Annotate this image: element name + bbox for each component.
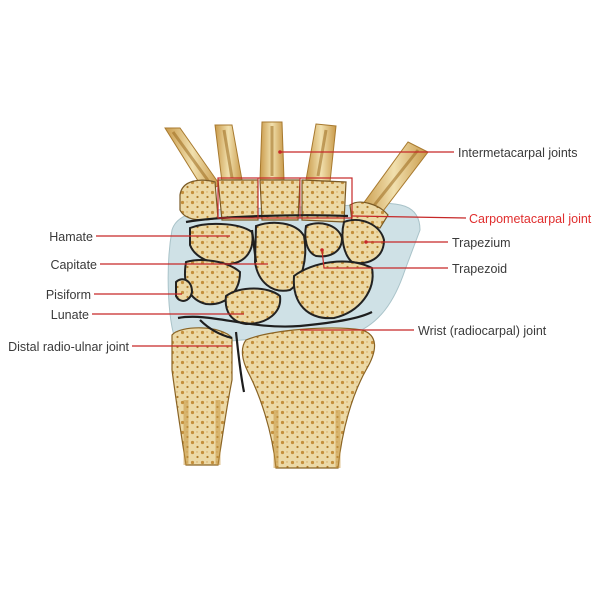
pisiform-bone [175,278,194,302]
trapezium-bone [341,219,386,264]
marrow-2 [316,129,328,177]
marrow-4 [222,129,234,179]
label-intermetacarpal-joints: Intermetacarpal joints [458,146,578,160]
label-lunate: Lunate [50,308,89,322]
label-wrist-radiocarpal-joint: Wrist (radiocarpal) joint [418,324,547,338]
label-pisiform: Pisiform [45,288,91,302]
lunate-bone [224,287,282,326]
label-hamate: Hamate [49,230,93,244]
marrow-5 [171,131,214,187]
carpal-bones [175,219,386,326]
leader-carpometacarpal [351,215,467,219]
joint-lines [177,214,373,393]
label-distal-radio-ulnar-joint: Distal radio-ulnar joint [8,340,129,354]
ulna [171,327,233,466]
forearm-bones [171,327,376,469]
scaphoid-bone [292,260,374,320]
bone-illustration [164,121,429,469]
marrow-1 [370,149,420,209]
label-carpometacarpal-joint: Carpometacarpal joint [469,212,592,226]
label-capitate: Capitate [50,258,97,272]
radius [241,327,376,469]
leader-dots [278,150,368,252]
label-trapezium: Trapezium [452,236,511,250]
hamate-bone [189,222,254,266]
intermetacarpal-box [217,177,353,219]
leader-trapezoid [321,249,448,269]
metacarpal-bases [179,179,389,229]
trapezoid-bone [304,222,344,258]
label-trapezoid: Trapezoid [452,262,508,276]
leader-lines [92,151,467,347]
